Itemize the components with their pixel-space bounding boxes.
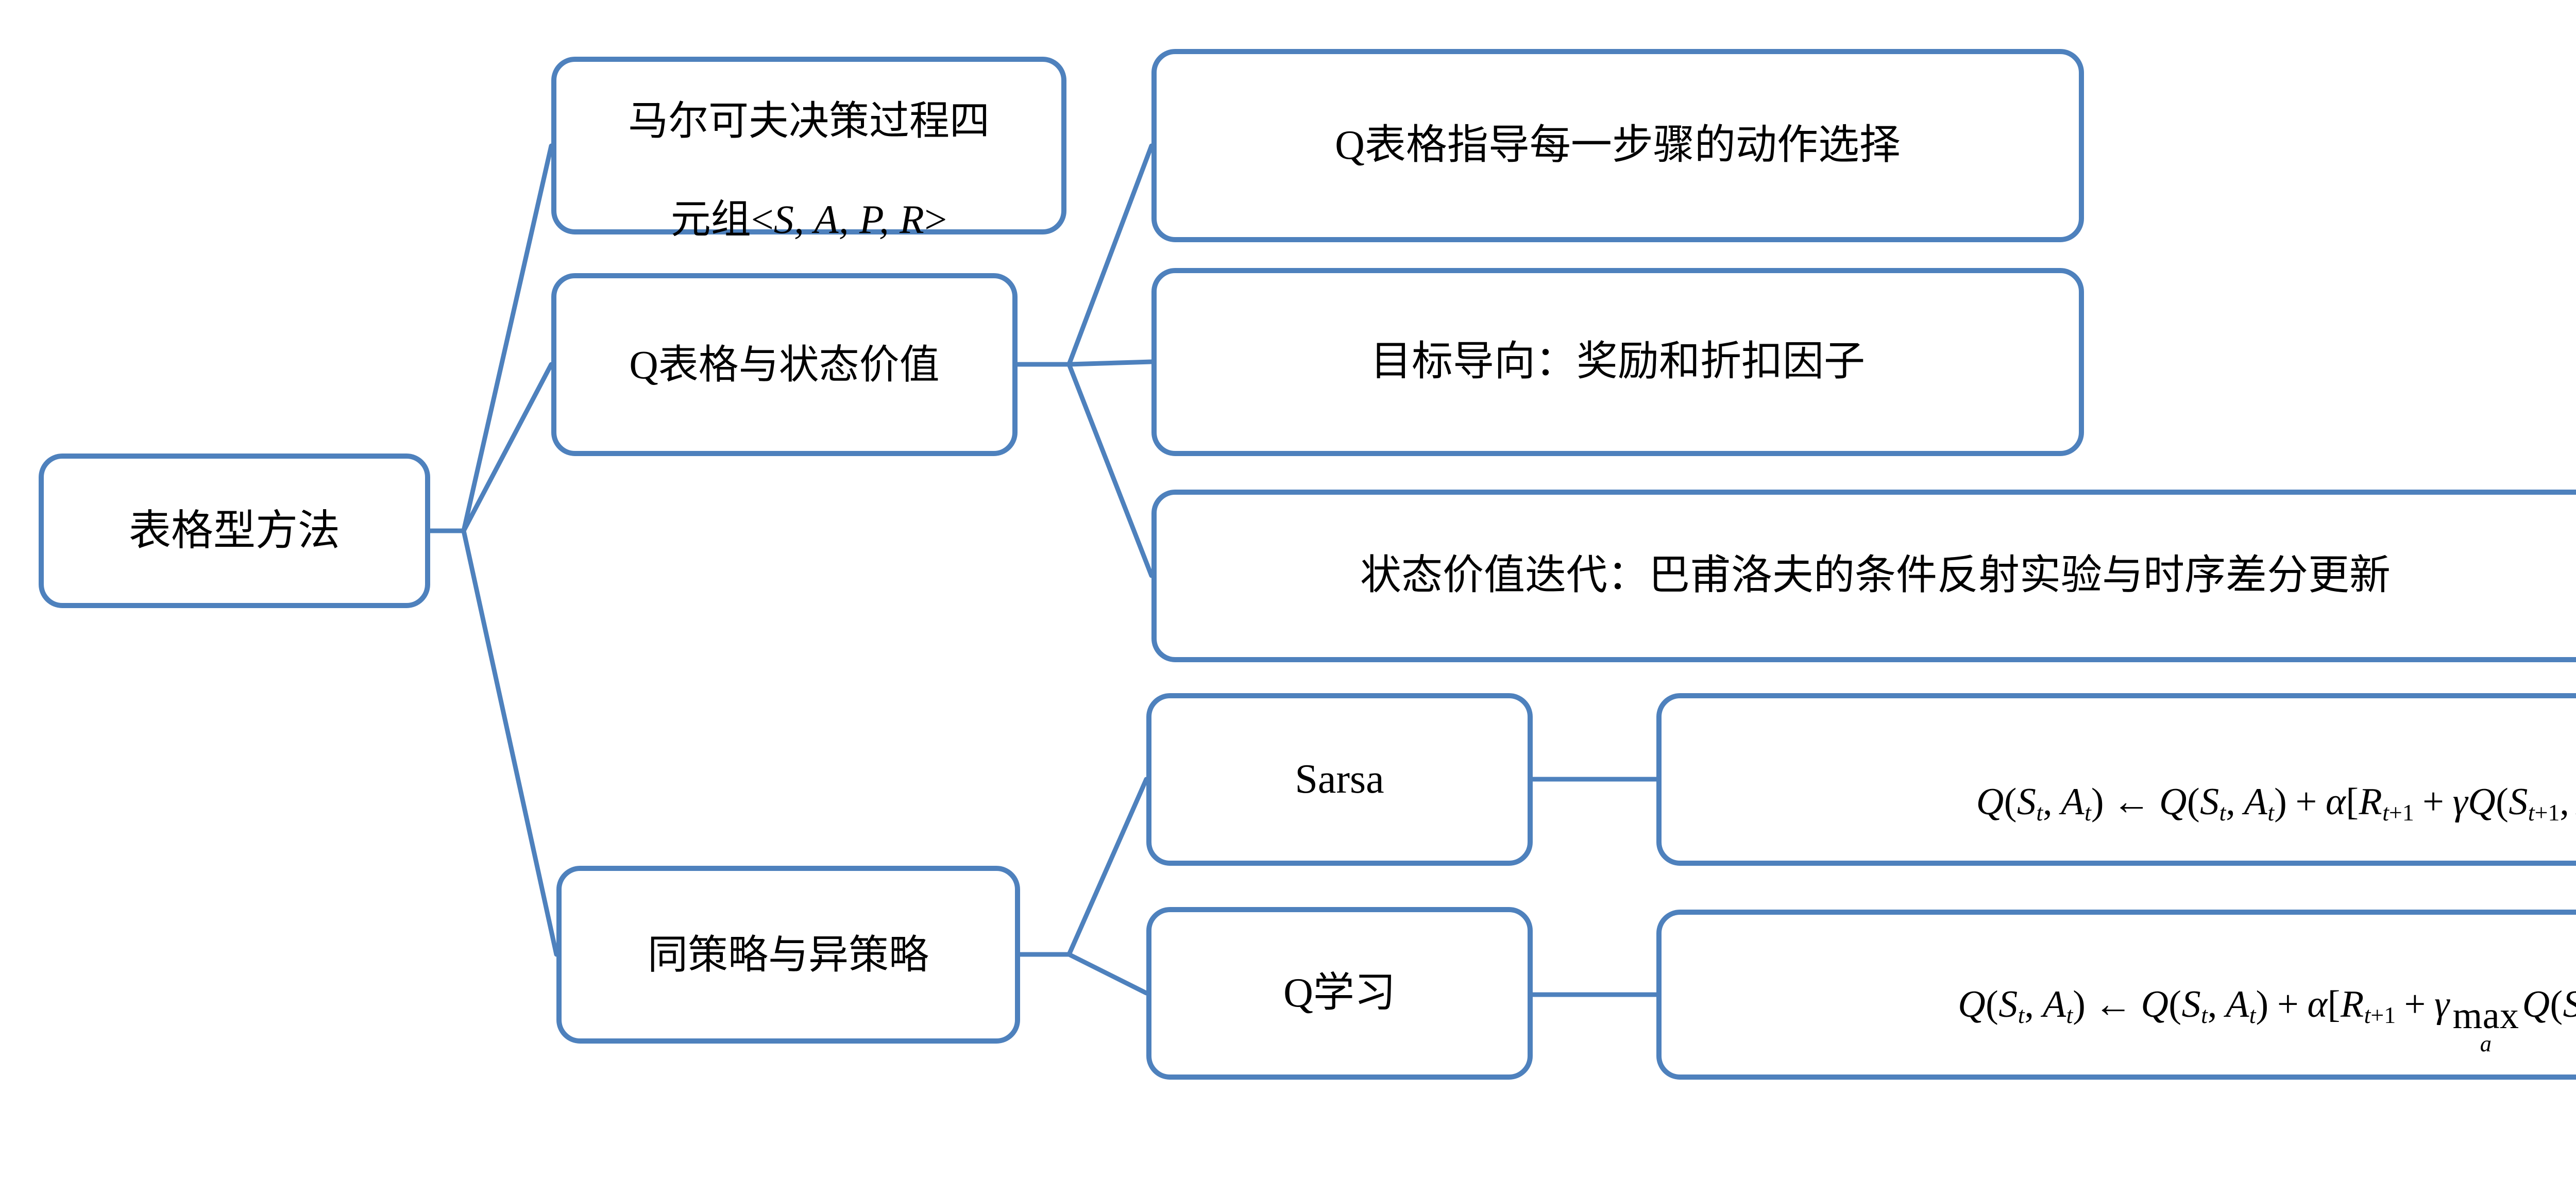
node-leaf3-label: 状态价值迭代：巴甫洛夫的条件反射实验与时序差分更新	[1360, 552, 2391, 598]
edge-policy-qlearning	[1066, 952, 1149, 996]
node-mdp-label-line2-suffix: >	[924, 196, 947, 242]
edge-qtable-leaf1	[1066, 143, 1154, 367]
node-mdp-label-line1: 马尔可夫决策过程四	[628, 98, 990, 144]
node-qtable-label: Q表格与状态价值	[629, 342, 940, 387]
node-mdp-label-line2-prefix: 元组<	[670, 196, 774, 242]
node-qtable[interactable]: Q表格与状态价值	[551, 273, 1018, 456]
node-sarsa[interactable]: Sarsa	[1146, 693, 1533, 866]
node-formula-qlearning[interactable]: Q(St,At)←Q(St,At)+α[Rt+1+γmaxaQ(St+1,a)−…	[1656, 910, 2576, 1080]
node-leaf1-label: Q表格指导每一步骤的动作选择	[1335, 122, 1901, 168]
edge-qtable-leaf3	[1066, 362, 1154, 578]
node-leaf-goal-oriented[interactable]: 目标导向：奖励和折扣因子	[1151, 268, 2084, 456]
edge-root-mdp	[461, 143, 554, 533]
edge-policy-sarsa	[1066, 777, 1149, 957]
node-leaf-qtable-guides-action[interactable]: Q表格指导每一步骤的动作选择	[1151, 49, 2084, 242]
formula-qlearning-expression: Q(St,At)←Q(St,At)+α[Rt+1+γmaxaQ(St+1,a)−…	[1958, 983, 2576, 1056]
formula-sarsa-expression: Q(St,At)←Q(St,At)+α[Rt+1+γQ(St+1,At+1)−Q…	[1976, 780, 2570, 826]
node-mdp-label: 马尔可夫决策过程四 元组<S, A, P, R>	[616, 47, 1002, 244]
node-leaf-state-value-iteration[interactable]: 状态价值迭代：巴甫洛夫的条件反射实验与时序差分更新	[1151, 490, 2576, 662]
node-sarsa-label: Sarsa	[1295, 756, 1384, 802]
node-root[interactable]: 表格型方法	[39, 454, 430, 608]
node-leaf2-label: 目标导向：奖励和折扣因子	[1370, 339, 1865, 384]
node-mdp-label-tuple: S, A, P, R	[773, 196, 925, 242]
node-formula-sarsa[interactable]: Q(St,At)←Q(St,At)+α[Rt+1+γQ(St+1,At+1)−Q…	[1656, 693, 2576, 866]
node-qlearning-label: Q学习	[1283, 970, 1396, 1016]
node-root-label: 表格型方法	[128, 507, 340, 554]
node-policy-label: 同策略与异策略	[647, 932, 929, 977]
edge-root-policy	[461, 528, 559, 957]
node-mdp[interactable]: 马尔可夫决策过程四 元组<S, A, P, R>	[551, 57, 1066, 242]
node-policy[interactable]: 同策略与异策略	[556, 866, 1020, 1044]
node-qlearning[interactable]: Q学习	[1146, 907, 1533, 1080]
edge-root-qtable	[461, 362, 554, 533]
edge-qtable-leaf2	[1066, 359, 1154, 367]
